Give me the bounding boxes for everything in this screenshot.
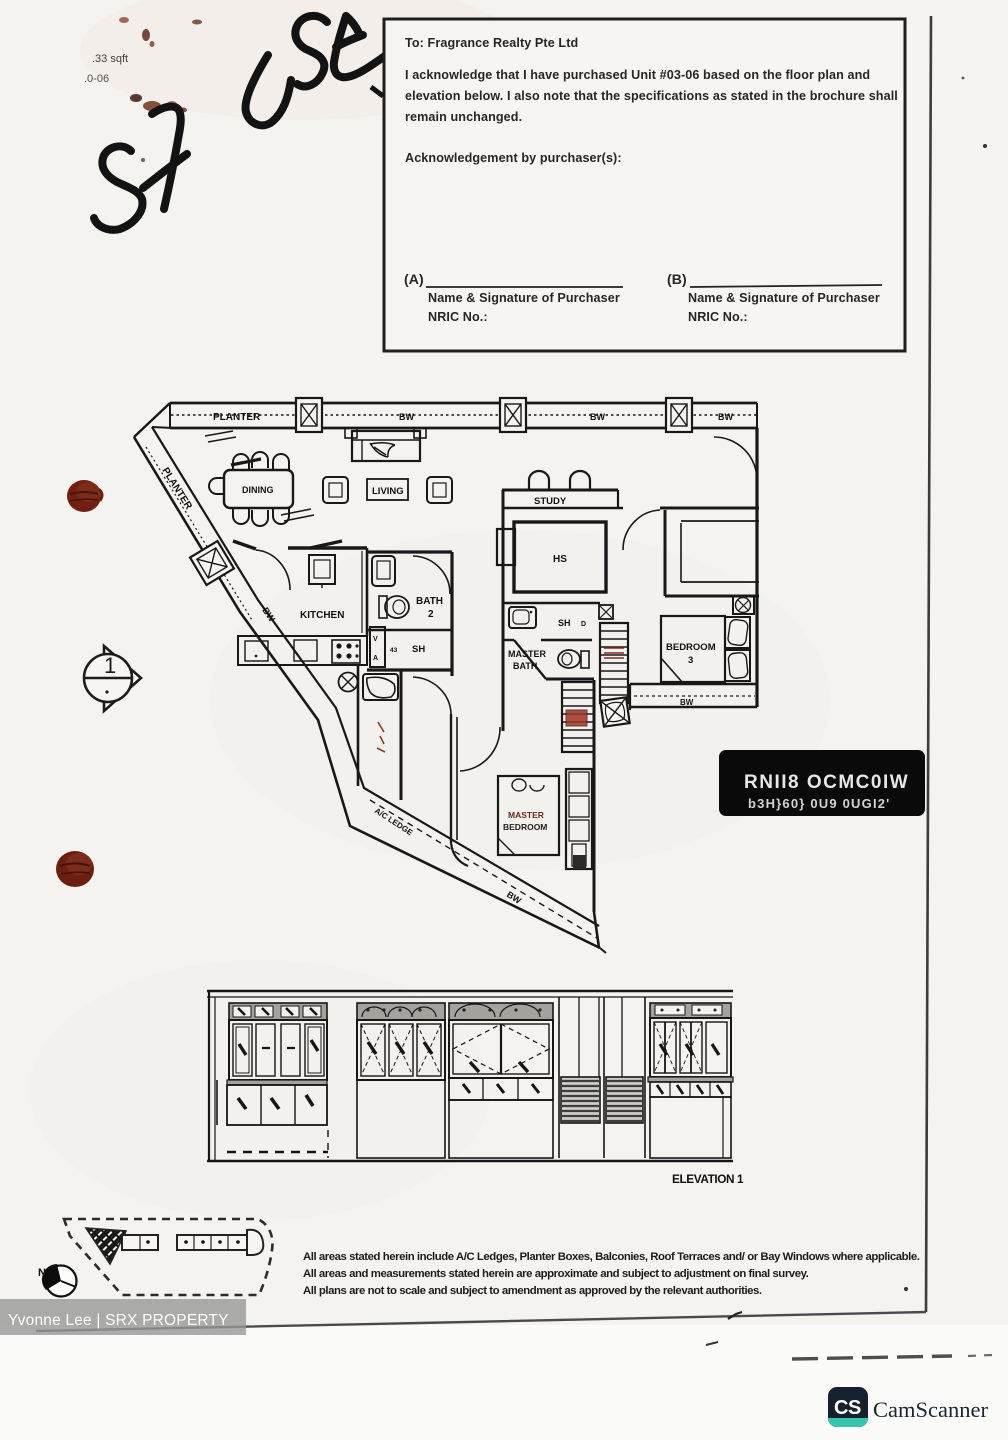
svg-text:All plans are not to scale and: All plans are not to scale and subject t… (303, 1285, 762, 1297)
svg-text:MASTER: MASTER (508, 649, 547, 659)
svg-text:SH: SH (412, 644, 425, 655)
svg-text:All areas and measurements sta: All areas and measurements stated herein… (303, 1268, 809, 1280)
svg-text:A: A (373, 655, 378, 662)
svg-text:To: Fragrance Realty Pte Ltd: To: Fragrance Realty Pte Ltd (405, 36, 578, 50)
svg-text:PLANTER: PLANTER (213, 412, 261, 423)
svg-text:BW: BW (590, 412, 605, 422)
svg-text:STUDY: STUDY (534, 496, 567, 507)
svg-text:KITCHEN: KITCHEN (300, 610, 344, 621)
svg-text:All areas stated herein includ: All areas stated herein include A/C Ledg… (303, 1251, 920, 1263)
svg-text:BW: BW (399, 412, 414, 422)
svg-text:3: 3 (688, 655, 693, 666)
svg-text:(A): (A) (404, 271, 424, 287)
svg-text:SH: SH (558, 618, 571, 628)
svg-text:Name & Signature of Purchaser: Name & Signature of Purchaser (688, 291, 880, 305)
svg-text:(B): (B) (667, 271, 687, 287)
svg-text:remain unchanged.: remain unchanged. (405, 110, 522, 124)
svg-text:BEDROOM: BEDROOM (666, 642, 716, 653)
svg-text:elevation below. I also note t: elevation below. I also note that the sp… (405, 89, 898, 103)
svg-text:D: D (581, 621, 586, 628)
svg-text:BW: BW (718, 412, 733, 422)
svg-text:Yvonne Lee | SRX PROPERTY: Yvonne Lee | SRX PROPERTY (8, 1312, 229, 1329)
svg-text:CamScanner: CamScanner (873, 1397, 988, 1422)
svg-text:LIVING: LIVING (372, 486, 404, 497)
svg-text:MASTER: MASTER (508, 810, 544, 820)
svg-text:BATH: BATH (416, 596, 443, 607)
svg-text:43: 43 (390, 647, 398, 654)
svg-text:V: V (373, 636, 378, 643)
svg-text:1: 1 (104, 653, 116, 678)
svg-text:.33 sqft: .33 sqft (92, 53, 128, 65)
svg-text:BATH: BATH (513, 661, 537, 671)
svg-text:ELEVATION 1: ELEVATION 1 (672, 1172, 744, 1186)
svg-text:b3H}60} 0U9 0UGI2': b3H}60} 0U9 0UGI2' (748, 796, 890, 811)
svg-text:DINING: DINING (242, 485, 274, 495)
svg-text:I acknowledge that I have purc: I acknowledge that I have purchased Unit… (405, 68, 870, 82)
svg-text:HS: HS (553, 554, 567, 565)
svg-text:.0-06: .0-06 (84, 73, 109, 85)
svg-text:N: N (38, 1267, 46, 1279)
svg-text:RNII8 OCMC0IW: RNII8 OCMC0IW (744, 772, 909, 793)
svg-text:NRIC No.:: NRIC No.: (688, 310, 748, 324)
svg-text:BEDROOM: BEDROOM (503, 822, 547, 832)
svg-text:CS: CS (834, 1397, 861, 1419)
svg-text:NRIC No.:: NRIC No.: (428, 310, 488, 324)
svg-text:BW: BW (680, 698, 694, 707)
svg-text:Acknowledgement by purchaser(s: Acknowledgement by purchaser(s): (405, 151, 622, 165)
svg-text:2: 2 (428, 609, 434, 620)
svg-text:Name & Signature of Purchaser: Name & Signature of Purchaser (428, 291, 620, 305)
